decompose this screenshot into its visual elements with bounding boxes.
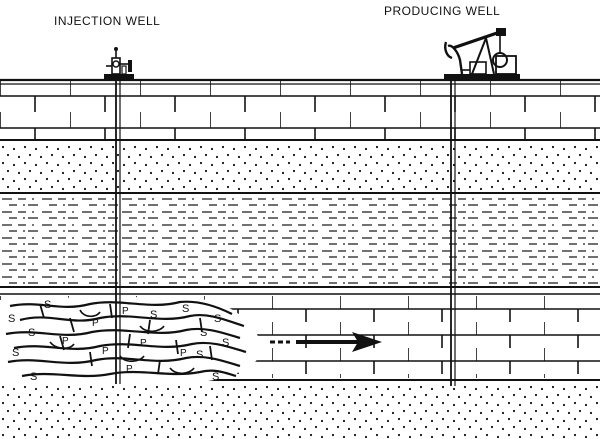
upper-sandstone-layer — [0, 142, 600, 192]
fracture-mark-p: P — [126, 364, 133, 375]
fracture-mark-s: S — [214, 313, 221, 325]
flow-direction-arrow — [270, 332, 382, 352]
fracture-mark-s: S — [196, 349, 203, 361]
shale-layer — [0, 195, 600, 285]
fracture-mark-p: P — [122, 306, 129, 317]
fracture-mark-s: S — [8, 313, 15, 325]
fracture-mark-p: P — [140, 338, 147, 349]
fracture-mark-s: S — [44, 299, 51, 311]
pump-jack-icon — [444, 28, 520, 80]
fracture-mark-s: S — [212, 371, 219, 383]
producing-well-pipe — [450, 80, 456, 386]
producing-well-label: PRODUCING WELL — [384, 4, 501, 18]
fracture-mark-s: S — [200, 327, 207, 339]
fractured-zone: S S S S S S S S S S S S P P P P P P P — [0, 297, 262, 386]
lower-sandstone-layer — [0, 382, 600, 439]
fracture-mark-s: S — [12, 347, 19, 359]
fracture-mark-s: S — [150, 309, 157, 321]
injection-wellhead-icon — [104, 47, 134, 80]
injection-well-pipe — [115, 80, 121, 384]
fracture-mark-s: S — [222, 337, 229, 349]
fracture-mark-p: P — [102, 346, 109, 357]
fracture-mark-p: P — [180, 348, 187, 359]
injection-well-label: INJECTION WELL — [54, 14, 161, 28]
fracture-mark-p: P — [62, 336, 69, 347]
surface-limestone-layer — [0, 80, 600, 140]
fracture-mark-p: P — [92, 318, 99, 329]
fracture-mark-s: S — [182, 303, 189, 315]
fracture-mark-s: S — [30, 371, 37, 383]
fracture-mark-s: S — [28, 327, 35, 339]
